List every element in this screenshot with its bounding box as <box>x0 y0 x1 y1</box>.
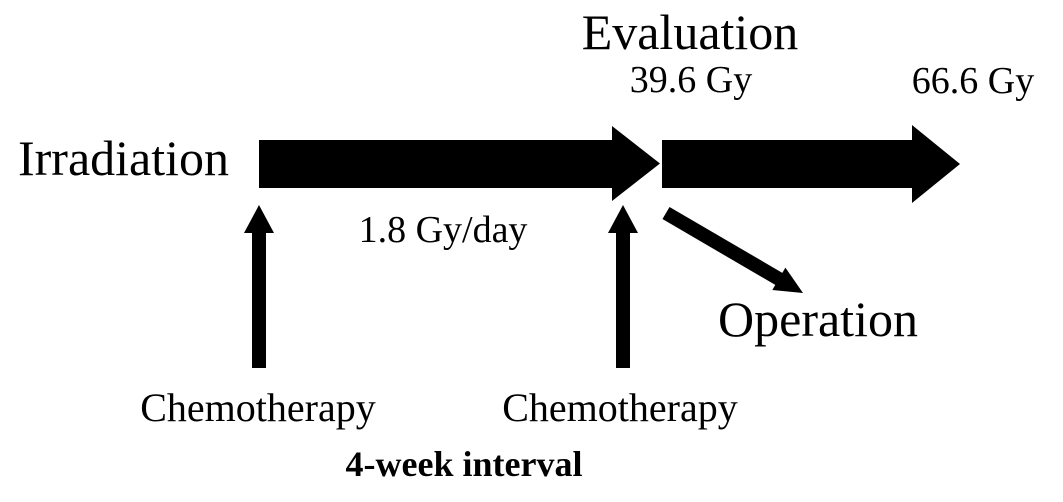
total-dose-label: 66.6 Gy <box>911 60 1035 102</box>
radiotherapy-phase2-arrow <box>662 125 960 203</box>
radiotherapy-phase1-arrow <box>259 126 660 201</box>
operation-branch-arrow <box>662 206 803 293</box>
chemotherapy-cycle2-arrow <box>608 205 638 368</box>
chemotherapy-cycle2-label: Chemotherapy <box>502 385 738 430</box>
interval-label: 4-week interval <box>345 444 583 484</box>
operation-label: Operation <box>718 291 918 347</box>
evaluation-dose-label: 39.6 Gy <box>629 59 753 101</box>
chemotherapy-cycle1-label: Chemotherapy <box>140 385 376 430</box>
irradiation-label: Irradiation <box>18 130 230 186</box>
evaluation-label: Evaluation <box>581 4 799 60</box>
dose-rate-label: 1.8 Gy/day <box>358 209 528 251</box>
chemotherapy-cycle1-arrow <box>244 205 274 368</box>
